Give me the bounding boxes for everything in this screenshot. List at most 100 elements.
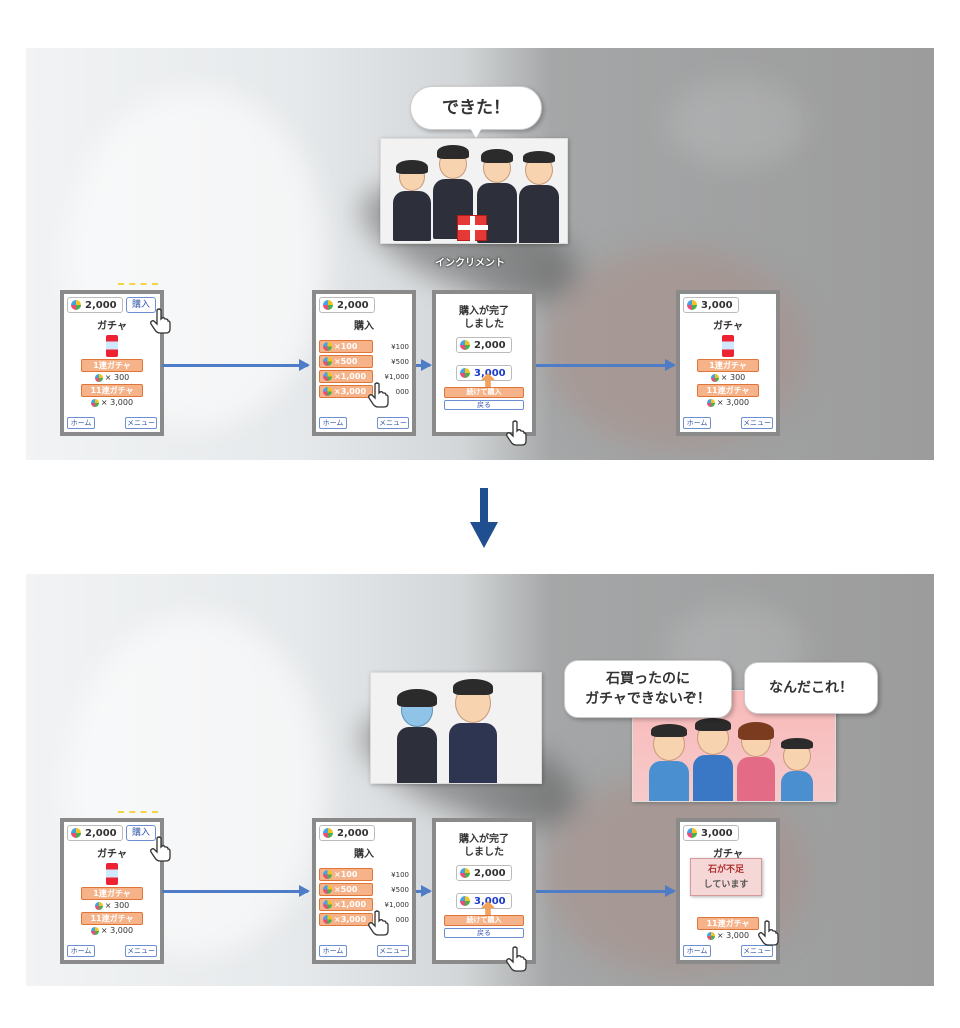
multi-gacha-cost: × 3,000 xyxy=(67,926,157,935)
multi-gacha-button[interactable]: 11連ガチャ xyxy=(81,912,143,925)
stone-icon xyxy=(323,828,333,838)
gift-box-icon xyxy=(457,215,488,242)
pointing-hand-icon xyxy=(368,910,389,936)
gacha-machine-icon xyxy=(106,863,118,885)
phone-shop-bottom: 2,000 購入 ×100¥100 ×500¥500 ×1,000¥1,000 … xyxy=(312,818,416,964)
stone-pack-100[interactable]: ×100 xyxy=(319,868,373,881)
stone-icon xyxy=(94,901,103,910)
buy-button[interactable]: 購入 xyxy=(126,297,156,313)
happy-team-illustration xyxy=(380,138,568,244)
stone-pack-1000[interactable]: ×1,000 xyxy=(319,370,373,383)
home-button[interactable]: ホーム xyxy=(67,417,95,429)
stone-pack-100[interactable]: ×100 xyxy=(319,340,373,353)
stone-icon xyxy=(323,372,332,381)
stone-icon xyxy=(460,868,470,878)
single-gacha-button[interactable]: 1連ガチャ xyxy=(697,359,759,372)
phone-purchase-done-bottom: 購入が完了しました 2,000 3,000 続けて購入 戻る xyxy=(432,818,536,964)
multi-gacha-button[interactable]: 11連ガチャ xyxy=(697,384,759,397)
single-gacha-button[interactable]: 1連ガチャ xyxy=(81,359,143,372)
home-button[interactable]: ホーム xyxy=(683,417,711,429)
speech-bubble-success: できた！ xyxy=(410,86,542,130)
menu-button[interactable]: メニュー xyxy=(125,417,157,429)
stone-pack-500[interactable]: ×500 xyxy=(319,355,373,368)
menu-button[interactable]: メニュー xyxy=(741,417,773,429)
stone-icon xyxy=(687,300,697,310)
multi-gacha-button[interactable]: 11連ガチャ xyxy=(697,917,759,930)
pointing-hand-icon xyxy=(368,382,389,408)
menu-button[interactable]: メニュー xyxy=(741,945,773,957)
coin-balance: 2,000 xyxy=(67,825,123,841)
stone-icon xyxy=(706,398,715,407)
continue-purchase-button[interactable]: 続けて購入 xyxy=(444,915,524,926)
menu-button[interactable]: メニュー xyxy=(377,417,409,429)
phone-gacha-start-top: 2,000 購入 ガチャ 1連ガチャ × 300 11連ガチャ × 3,000 … xyxy=(60,290,164,436)
stone-icon xyxy=(323,900,332,909)
single-gacha-button[interactable]: 1連ガチャ xyxy=(81,887,143,900)
flow-arrow xyxy=(162,359,310,371)
home-button[interactable]: ホーム xyxy=(319,417,347,429)
home-button[interactable]: ホーム xyxy=(319,945,347,957)
screen-title: 購入 xyxy=(354,849,374,860)
tap-sparkle-icon xyxy=(118,283,158,293)
screen-title: ガチャ xyxy=(97,321,127,332)
coin-balance: 2,000 xyxy=(319,297,375,313)
pack-price: ¥100 xyxy=(391,870,409,879)
screen-title: ガチャ xyxy=(713,849,743,860)
multi-gacha-cost: × 3,000 xyxy=(67,398,157,407)
stone-icon xyxy=(323,387,332,396)
phone-gacha-start-bottom: 2,000 購入 ガチャ 1連ガチャ × 300 11連ガチャ × 3,000 … xyxy=(60,818,164,964)
stone-pack-1000[interactable]: ×1,000 xyxy=(319,898,373,911)
done-title: 購入が完了しました xyxy=(459,306,509,330)
continue-purchase-button[interactable]: 続けて購入 xyxy=(444,387,524,398)
coin-balance: 3,000 xyxy=(683,825,739,841)
stone-icon xyxy=(323,357,332,366)
pack-price: ¥1,000 xyxy=(384,372,410,381)
phone-shop-top: 2,000 購入 ×100¥100 ×500¥500 ×1,000¥1,000 … xyxy=(312,290,416,436)
insufficient-stone-error: 石が不足 しています xyxy=(690,858,762,896)
stone-icon xyxy=(460,368,470,378)
stone-icon xyxy=(323,300,333,310)
done-title: 購入が完了しました xyxy=(459,834,509,858)
pointing-hand-icon xyxy=(150,836,171,862)
stone-icon xyxy=(323,915,332,924)
home-button[interactable]: ホーム xyxy=(67,945,95,957)
buy-button[interactable]: 購入 xyxy=(126,825,156,841)
single-gacha-cost: × 300 xyxy=(67,373,157,382)
speech-bubble-complaint: 石買ったのに ガチャできないぞ！ xyxy=(564,660,732,718)
stone-icon xyxy=(71,300,81,310)
back-button[interactable]: 戻る xyxy=(444,400,524,410)
back-button[interactable]: 戻る xyxy=(444,928,524,938)
coin-balance: 2,000 xyxy=(319,825,375,841)
home-button[interactable]: ホーム xyxy=(683,945,711,957)
single-gacha-cost: × 300 xyxy=(67,901,157,910)
screen-title: ガチャ xyxy=(97,849,127,860)
pack-price: 000 xyxy=(395,915,409,924)
flow-arrow xyxy=(162,885,310,897)
menu-button[interactable]: メニュー xyxy=(125,945,157,957)
gift-label: インクリメント xyxy=(435,258,505,269)
multi-gacha-cost: × 3,000 xyxy=(683,398,773,407)
stone-icon xyxy=(460,340,470,350)
single-gacha-cost: × 300 xyxy=(683,373,773,382)
screen-title: 購入 xyxy=(354,321,374,332)
pack-price: ¥500 xyxy=(391,357,409,366)
stone-icon xyxy=(323,885,332,894)
multi-gacha-button[interactable]: 11連ガチャ xyxy=(81,384,143,397)
pointing-hand-icon xyxy=(758,920,779,946)
gacha-machine-icon xyxy=(106,335,118,357)
phone-purchase-done-top: 購入が完了しました 2,000 3,000 続けて購入 戻る xyxy=(432,290,536,436)
phone-gacha-end-top: 3,000 ガチャ 1連ガチャ × 300 11連ガチャ × 3,000 ホーム… xyxy=(676,290,780,436)
pointing-hand-icon xyxy=(150,308,171,334)
stone-pack-3000[interactable]: ×3,000 xyxy=(319,913,373,926)
multi-gacha-cost: × 3,000 xyxy=(683,931,773,940)
menu-button[interactable]: メニュー xyxy=(377,945,409,957)
old-coin-balance: 2,000 xyxy=(456,337,512,353)
stone-pack-500[interactable]: ×500 xyxy=(319,883,373,896)
stone-icon xyxy=(323,342,332,351)
worried-staff-illustration xyxy=(370,672,542,784)
tap-sparkle-icon xyxy=(118,811,158,821)
stone-icon xyxy=(90,398,99,407)
stone-icon xyxy=(710,373,719,382)
pack-price: ¥1,000 xyxy=(384,900,410,909)
stone-pack-3000[interactable]: ×3,000 xyxy=(319,385,373,398)
